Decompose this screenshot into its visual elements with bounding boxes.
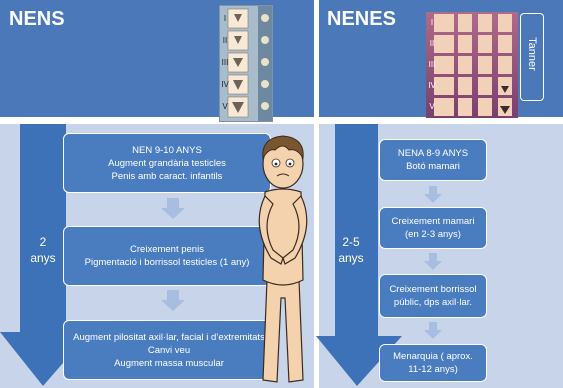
girls-roman-numerals: I II III IV V [428,12,436,117]
boys-stage-1: NEN 9-10 ANYS Augment grandària testicle… [63,133,271,193]
girls-stage-1: NENA 8-9 ANYS Botó mamari [379,139,487,181]
roman-i: I [221,8,229,30]
tanner-girls-chart [426,12,518,118]
boys-stage-1-title: NEN 9-10 ANYS [64,144,270,157]
boys-duration-number: 2 [22,234,64,250]
girls-stage-1-title: NENA 8-9 ANYS [380,147,486,160]
roman-iv: IV [221,74,229,96]
girls-step-arrow-2 [424,253,442,270]
tanner-label: Tanner [526,15,538,93]
girls-title: NENES [327,8,396,31]
roman-ii: II [221,30,229,52]
boys-stage-1-line-2: Penis amb caract. infantils [64,170,270,183]
girls-stage-4-line-1: Menarquia ( aprox. [380,350,486,363]
roman-iii: III [221,52,229,74]
tanner-label-box: Tanner [520,13,544,101]
roman-v: V [221,96,229,118]
girls-roman-iv: IV [428,75,436,96]
girls-roman-v: V [428,96,436,117]
girls-stage-3-line-2: públic, dps axil·lar. [380,296,486,309]
cartoon-boy-illustration [243,130,323,388]
boys-duration: 2 anys [22,234,64,266]
girls-roman-iii: III [428,54,436,75]
boys-step-arrow-1 [161,198,185,219]
boys-stage-2-line-1: Creixement penis [64,243,270,256]
girls-roman-ii: II [428,33,436,54]
girls-stage-3: Creixement borrissol públic, dps axil·la… [379,274,487,318]
tanner-girls-illustration [426,12,518,118]
girls-duration: 2-5 anys [331,234,371,266]
girls-duration-unit: anys [331,250,371,266]
boys-title: NENS [9,8,65,31]
boys-step-arrow-2 [161,290,185,311]
girls-duration-number: 2-5 [331,234,371,250]
boys-stage-2: Creixement penis Pigmentació i borrissol… [63,226,271,286]
girls-roman-i: I [428,12,436,33]
girls-stage-2-line-2: (en 2-3 anys) [380,228,486,241]
boys-roman-numerals: I II III IV V [221,8,229,118]
girls-step-arrow-3 [424,322,442,339]
girls-stage-4-line-2: 11-12 anys) [380,363,486,376]
girls-stage-1-line-1: Botó mamari [380,160,486,173]
girls-stage-2: Creixement mamari (en 2-3 anys) [379,207,487,249]
boys-stage-1-line-1: Augment grandària testicles [64,157,270,170]
girls-stage-3-line-1: Creixement borrissol [380,283,486,296]
girls-stage-2-line-1: Creixement mamari [380,215,486,228]
girls-step-arrow-1 [424,186,442,203]
girls-stage-4: Menarquia ( aprox. 11-12 anys) [379,344,487,382]
boys-duration-unit: anys [22,250,64,266]
boys-stage-2-line-2: Pigmentació i borrissol testicles (1 any… [64,256,270,269]
